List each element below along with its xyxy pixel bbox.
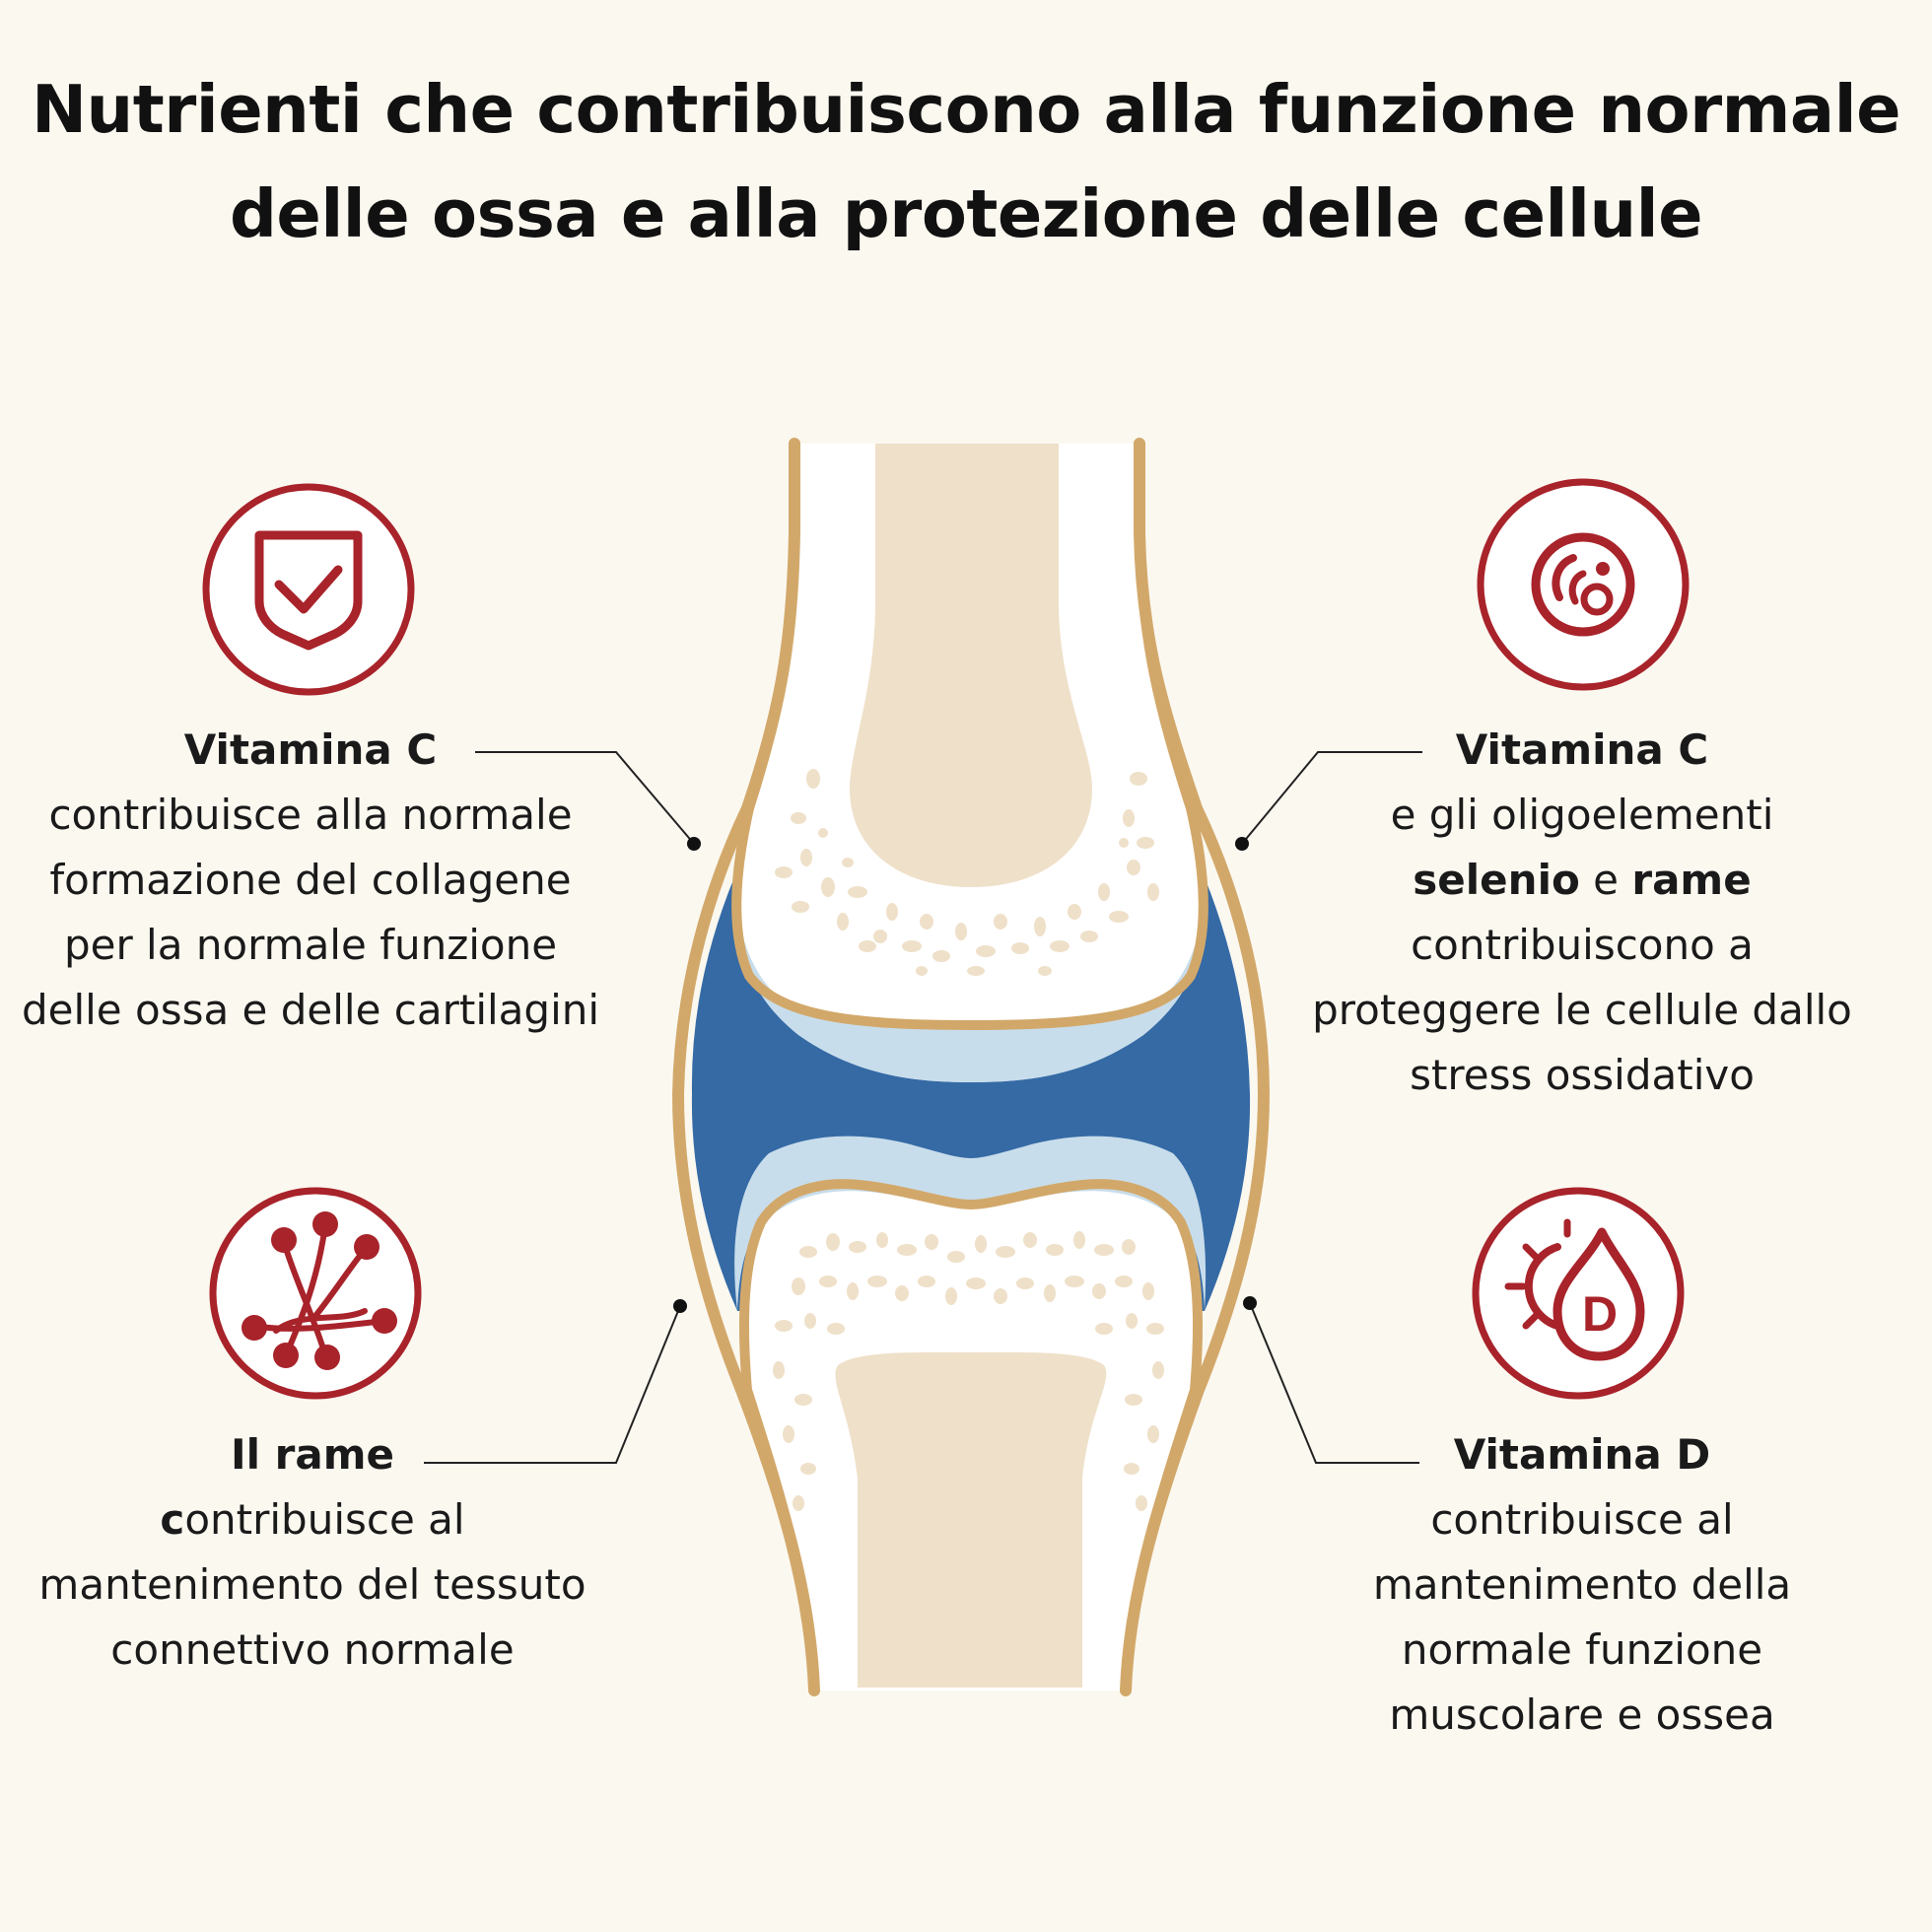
leader-top-right [1241,751,1422,845]
callout-bottom-right: Vitamina D contribuisce al mantenimento … [1311,1422,1853,1748]
callout-heading: Vitamina C [1455,725,1709,774]
callout-line: proteggere le cellule dallo [1312,986,1852,1034]
page-title: Nutrienti che contribuiscono alla funzio… [0,57,1932,266]
selenio-label: selenio [1413,856,1580,904]
leader-lines [424,751,1422,1464]
callout-line: mantenimento del tessuto [38,1560,586,1609]
title-line-1: Nutrienti che contribuiscono alla funzio… [31,71,1901,148]
minerals-conjunction: e [1579,856,1632,904]
leader-dots [673,837,1257,1313]
callout-heading: Vitamina D [1453,1430,1711,1479]
connective-tissue-icon [209,1187,422,1400]
joint-capsule [671,438,820,1696]
rame-label: rame [1631,856,1752,904]
upper-spongy-bone [775,769,1159,976]
leader-dot-bottom-right [1243,1296,1257,1310]
joint-illustration [671,438,1271,1696]
lower-spongy-bone [773,1231,1164,1511]
first-letter: c [160,1495,185,1544]
first-line-rest: ontribuisce al [184,1495,465,1544]
callout-heading: Vitamina C [183,725,438,774]
upper-marrow [850,444,1092,887]
vitamin-d-letter: D [1582,1286,1618,1342]
leader-bottom-right [1249,1302,1419,1464]
leader-dot-top-left [687,837,701,851]
title-line-2: delle ossa e alla protezione delle cellu… [229,175,1703,252]
leader-dot-top-right [1235,837,1249,851]
callout-top-right: Vitamina C e gli oligoelementi selenio e… [1281,718,1883,1108]
leader-top-left [475,751,695,845]
sun-vitamin-d-drop-icon: D [1472,1187,1685,1400]
callout-line: e gli oligoelementi [1390,791,1774,839]
callout-line: contribuiscono a [1411,921,1754,969]
callout-line: per la normale funzione [63,921,558,969]
callout-line: stress ossidativo [1410,1051,1755,1099]
callout-heading: Il rame [231,1430,394,1479]
callout-line: formazione del collagene [49,856,572,904]
callout-line: delle ossa e delle cartilagini [21,986,600,1034]
callout-bottom-left: Il rame contribuisce al mantenimento del… [0,1422,625,1683]
leader-dot-bottom-left [673,1299,687,1313]
callout-line-first: contribuisce al [0,1487,625,1552]
leader-bottom-left [424,1305,681,1464]
callout-line: contribuisce al [1430,1495,1734,1544]
callout-line-minerals: selenio e rame [1281,848,1883,913]
cell-protection-icon [1477,478,1690,691]
callout-line: muscolare e ossea [1389,1690,1775,1739]
callout-line: normale funzione [1401,1625,1763,1674]
lower-marrow [835,1351,1107,1688]
callout-top-left: Vitamina C contribuisce alla normale for… [0,718,621,1043]
shield-check-icon [202,483,415,696]
callout-line: mantenimento della [1372,1560,1792,1609]
callout-line: contribuisce alla normale [48,791,573,839]
callout-line: connettivo normale [110,1625,515,1674]
